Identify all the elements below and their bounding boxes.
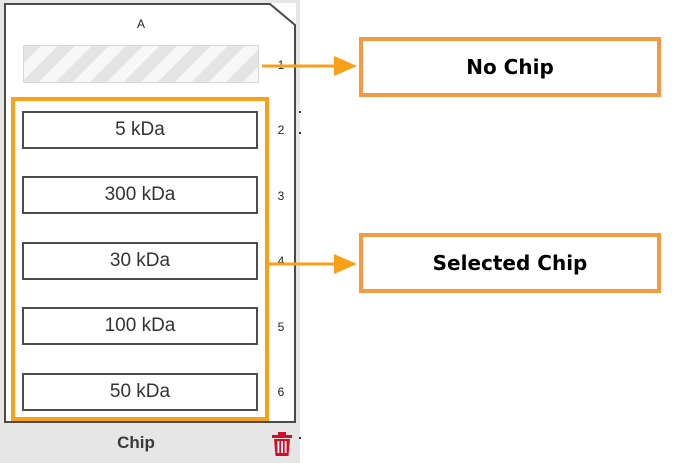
chip-slot-50kda[interactable]: 50 kDa	[22, 373, 258, 411]
chip-slot-5kda[interactable]: 5 kDa	[22, 111, 258, 149]
chip-slot-100kda[interactable]: 100 kDa	[22, 307, 258, 345]
chip-footer-label: Chip	[117, 433, 155, 452]
trash-icon[interactable]	[271, 431, 293, 457]
chip-slot-300kda[interactable]: 300 kDa	[22, 176, 258, 214]
row-number: 3	[277, 189, 285, 203]
chip-slot-30kda[interactable]: 30 kDa	[22, 242, 258, 280]
selected-chip-callout: Selected Chip	[359, 233, 661, 293]
column-label: A	[136, 17, 145, 31]
divider-tick	[299, 132, 301, 134]
empty-chip-slot[interactable]	[23, 45, 259, 83]
divider-tick	[299, 111, 301, 113]
row-number: 4	[277, 254, 285, 268]
selected-chip-arrow-head	[334, 254, 357, 274]
row-number: 5	[277, 320, 285, 334]
row-number: 2	[277, 123, 285, 137]
row-number: 6	[277, 385, 285, 399]
no-chip-callout: No Chip	[359, 37, 661, 97]
row-number: 1	[277, 58, 285, 72]
cartridge-panel: A 1 5 kDa 2 300 kDa 3 30 kDa 4 100 kDa 5…	[0, 0, 301, 463]
divider-tick	[299, 437, 301, 439]
no-chip-arrow-head	[334, 56, 357, 76]
